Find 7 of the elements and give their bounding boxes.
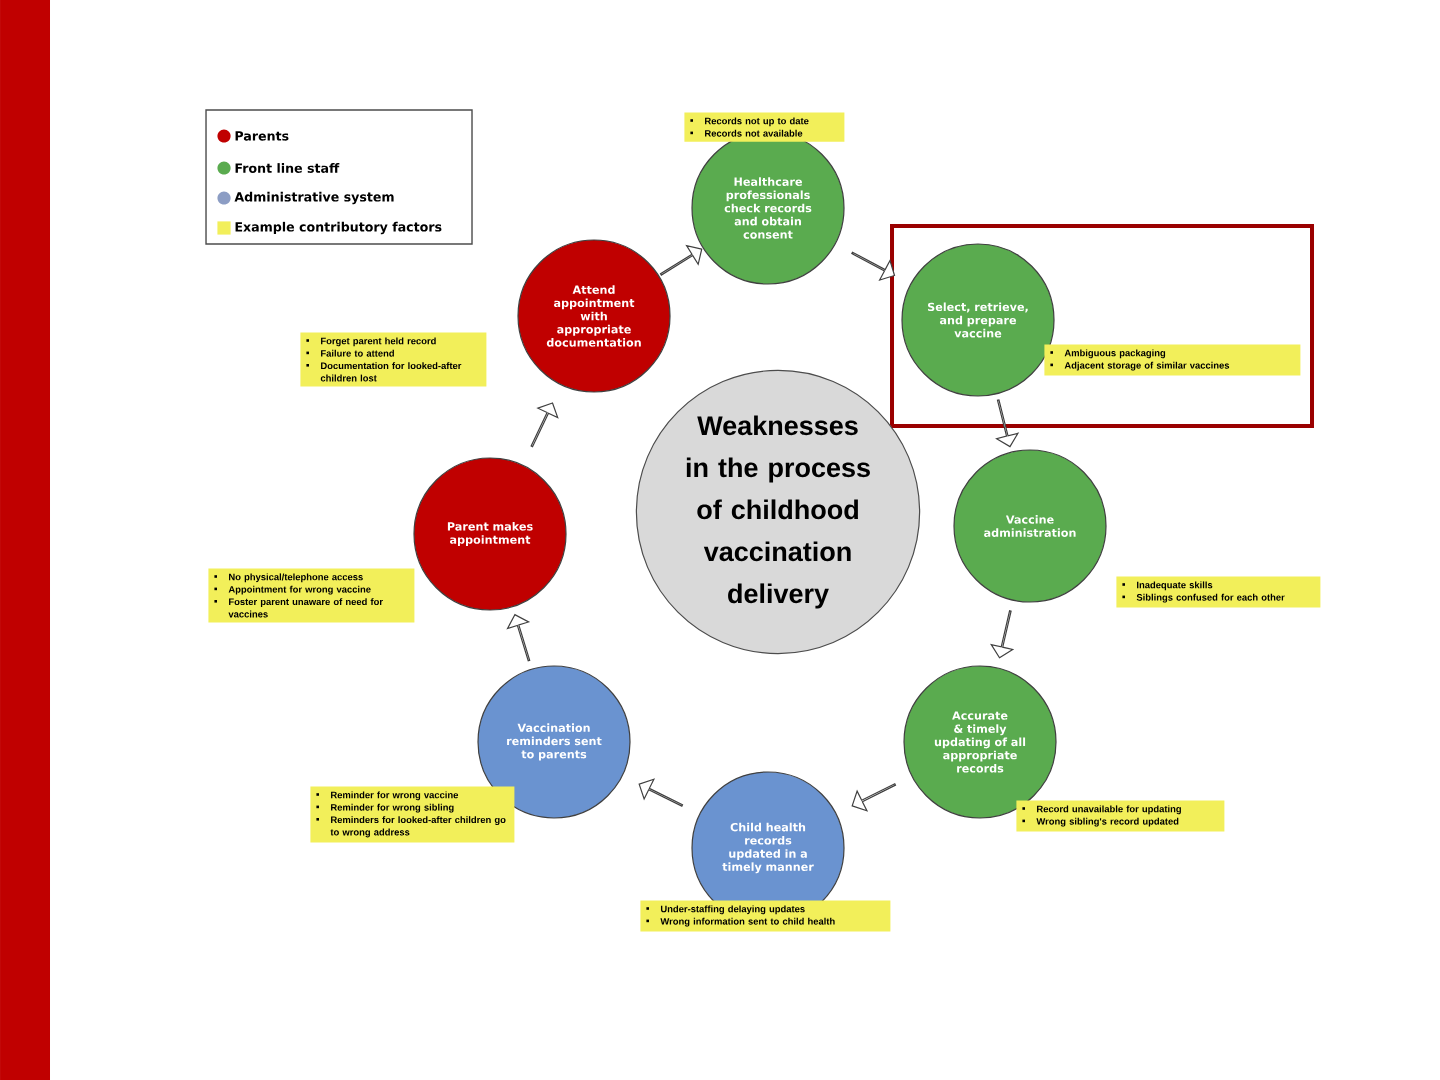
block-arrow <box>990 610 1015 659</box>
block-arrow <box>851 782 897 812</box>
highlight-frame <box>890 224 1314 428</box>
block-arrow <box>851 251 896 281</box>
block-arrow <box>530 402 559 448</box>
block-arrow <box>659 244 703 276</box>
block-arrow <box>638 778 684 807</box>
